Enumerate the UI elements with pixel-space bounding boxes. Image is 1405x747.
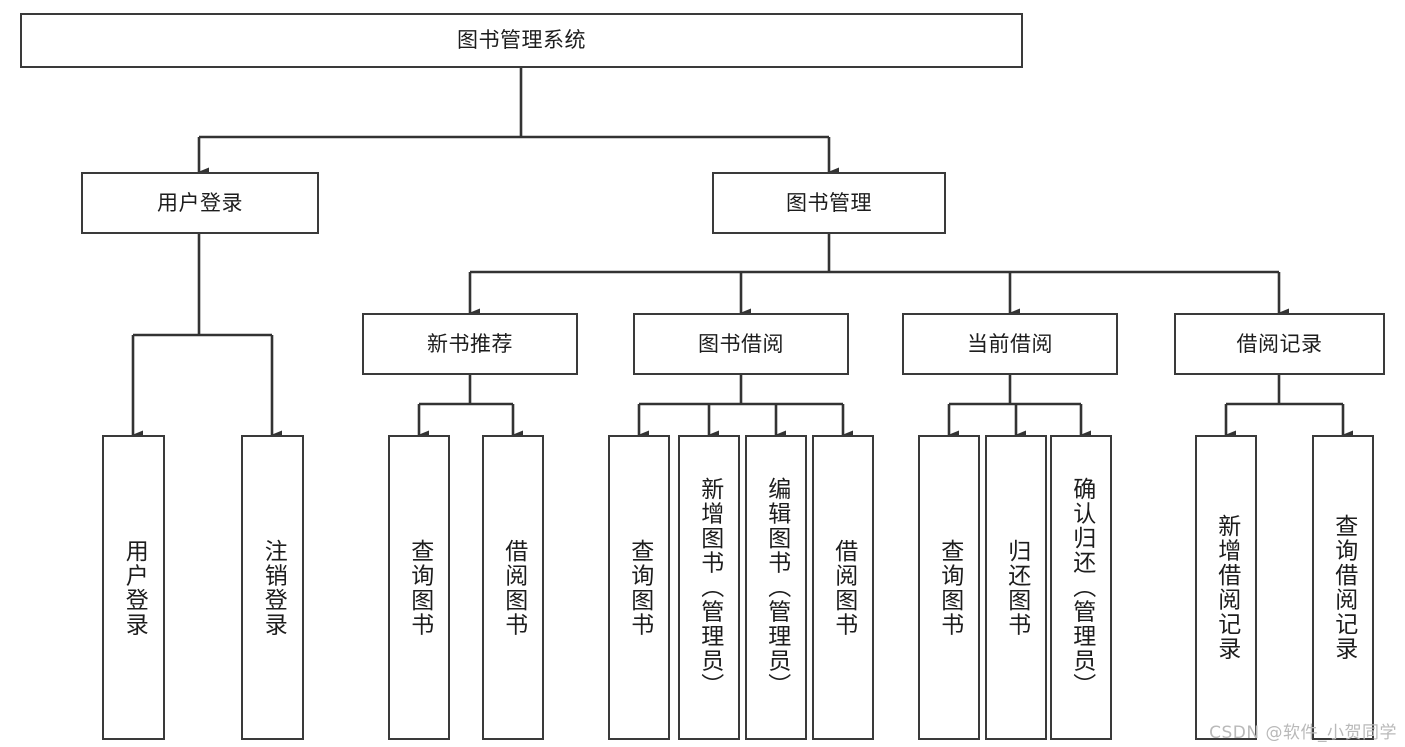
node-label: 当前借阅	[967, 331, 1053, 356]
node-label: 编辑图书（管理员）	[763, 477, 790, 698]
node-label: 借阅图书	[500, 538, 527, 637]
node-label: 查询图书	[936, 538, 963, 637]
node-label: 归还图书	[1003, 538, 1030, 637]
node-label: 借阅图书	[830, 538, 857, 637]
node-leaf-cu-query[interactable]: 查询图书	[918, 435, 980, 740]
node-label: 用户登录	[157, 190, 243, 215]
node-leaf-user-login[interactable]: 用户登录	[102, 435, 165, 740]
node-label: 用户登录	[121, 538, 148, 637]
node-leaf-cu-confirm[interactable]: 确认归还（管理员）	[1050, 435, 1112, 740]
node-leaf-nb-query[interactable]: 查询图书	[388, 435, 450, 740]
node-leaf-bo-edit[interactable]: 编辑图书（管理员）	[745, 435, 807, 740]
node-label: 图书管理系统	[457, 28, 586, 53]
node-leaf-re-add[interactable]: 新增借阅记录	[1195, 435, 1257, 740]
node-leaf-bo-add[interactable]: 新增图书（管理员）	[678, 435, 740, 740]
node-label: 新增借阅记录	[1213, 514, 1240, 661]
node-leaf-bo-borrow[interactable]: 借阅图书	[812, 435, 874, 740]
node-records[interactable]: 借阅记录	[1174, 313, 1385, 375]
node-borrow[interactable]: 图书借阅	[633, 313, 849, 375]
node-bookmgmt[interactable]: 图书管理	[712, 172, 946, 234]
node-label: 注销登录	[260, 538, 287, 637]
node-label: 查询借阅记录	[1330, 514, 1357, 661]
node-label: 查询图书	[406, 538, 433, 637]
node-login[interactable]: 用户登录	[81, 172, 319, 234]
node-leaf-user-logout[interactable]: 注销登录	[241, 435, 304, 740]
edge-paths	[131, 68, 1353, 440]
node-current[interactable]: 当前借阅	[902, 313, 1118, 375]
node-leaf-bo-query[interactable]: 查询图书	[608, 435, 670, 740]
node-label: 图书借阅	[698, 331, 784, 356]
node-root[interactable]: 图书管理系统	[20, 13, 1023, 68]
node-label: 新增图书（管理员）	[696, 477, 723, 698]
node-leaf-nb-borrow[interactable]: 借阅图书	[482, 435, 544, 740]
node-label: 新书推荐	[427, 331, 513, 356]
node-label: 查询图书	[626, 538, 653, 637]
node-leaf-cu-return[interactable]: 归还图书	[985, 435, 1047, 740]
node-leaf-re-query[interactable]: 查询借阅记录	[1312, 435, 1374, 740]
node-label: 确认归还（管理员）	[1068, 477, 1095, 698]
node-label: 图书管理	[786, 190, 872, 215]
node-label: 借阅记录	[1236, 331, 1323, 356]
node-newbook[interactable]: 新书推荐	[362, 313, 578, 375]
